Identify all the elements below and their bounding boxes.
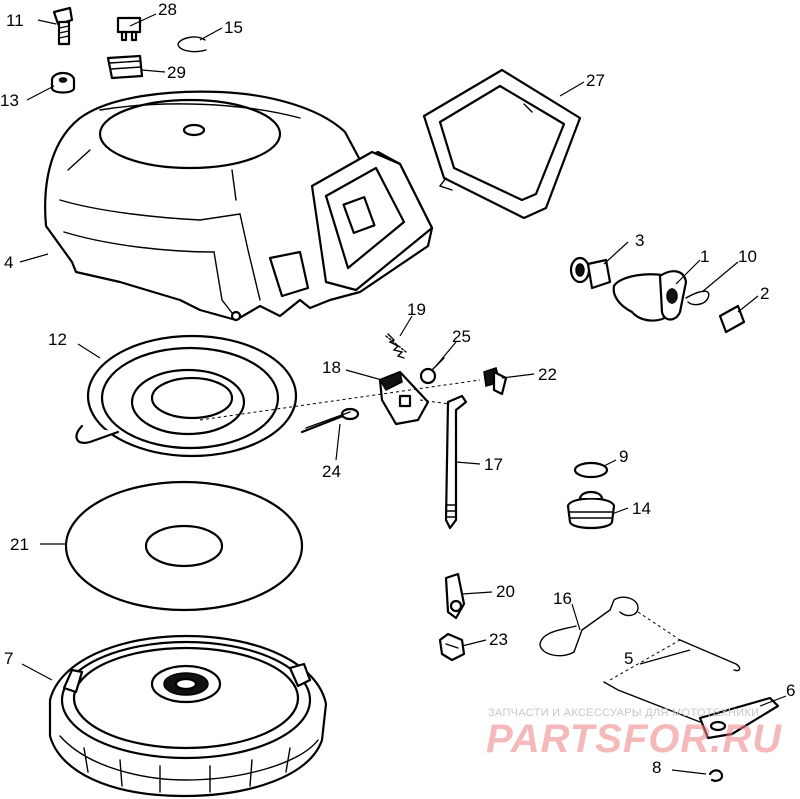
label-27: 27 — [586, 71, 605, 90]
part-9-o-ring — [573, 461, 609, 479]
part-3-fitting — [569, 256, 612, 290]
part-16-spring-wire — [539, 596, 681, 657]
label-28: 28 — [158, 0, 177, 19]
part-21-plate-disc — [64, 480, 304, 612]
watermark: ЗАПЧАСТИ И АКСЕССУАРЫ ДЛЯ МОТОТЕХНИКИ PA… — [486, 707, 782, 761]
part-11-bolt — [52, 6, 74, 46]
label-8: 8 — [652, 758, 661, 777]
part-15-retaining-ring — [177, 36, 207, 53]
label-2: 2 — [760, 284, 769, 303]
label-12: 12 — [48, 330, 67, 349]
label-3: 3 — [635, 231, 644, 250]
part-labels: 11 28 15 29 13 27 4 3 1 10 2 19 12 25 18… — [0, 0, 795, 777]
leader-lines — [19, 13, 787, 775]
label-22: 22 — [538, 365, 557, 384]
label-16: 16 — [553, 589, 572, 608]
label-11: 11 — [6, 11, 24, 30]
part-8-clip — [708, 769, 724, 782]
part-22-clip — [483, 367, 508, 396]
part-12-rewind-spring — [75, 334, 298, 458]
label-23: 23 — [489, 630, 508, 649]
label-19: 19 — [407, 300, 426, 319]
label-10: 10 — [738, 247, 757, 266]
part-14-cap — [566, 490, 616, 530]
part-18-lock-block — [378, 370, 430, 426]
part-23-clip — [438, 632, 466, 662]
label-15: 15 — [224, 18, 243, 37]
part-19-spring — [385, 333, 407, 359]
part-7-pulley — [48, 634, 328, 798]
part-2-plate — [718, 304, 746, 334]
part-4-starter-housing — [44, 90, 434, 322]
label-9: 9 — [619, 447, 628, 466]
watermark-tagline: ЗАПЧАСТИ И АКСЕССУАРЫ ДЛЯ МОТОТЕХНИКИ — [488, 707, 759, 719]
label-21: 21 — [10, 535, 29, 554]
watermark-logo: PARTSFOR.RU — [486, 717, 782, 761]
part-13-nut — [50, 71, 76, 94]
label-7: 7 — [4, 649, 13, 668]
part-6-cam-plate — [698, 696, 780, 740]
label-24: 24 — [322, 462, 341, 481]
part-25-pin — [419, 357, 445, 385]
part-20-link — [444, 572, 466, 620]
part-5-wire — [603, 639, 741, 723]
label-1: 1 — [700, 247, 709, 266]
label-18: 18 — [322, 358, 341, 377]
label-20: 20 — [496, 582, 515, 601]
part-1-starter-handle — [612, 270, 688, 322]
part-24-pin — [300, 407, 360, 434]
label-14: 14 — [632, 499, 651, 518]
label-5: 5 — [624, 649, 633, 668]
part-29-boot — [106, 54, 144, 80]
label-13: 13 — [0, 91, 19, 110]
label-29: 29 — [167, 63, 186, 82]
part-10-rope-end — [685, 290, 710, 306]
label-25: 25 — [452, 327, 471, 346]
label-4: 4 — [4, 253, 13, 272]
label-17: 17 — [484, 455, 503, 474]
part-28-fuse — [116, 16, 142, 42]
label-6: 6 — [786, 681, 795, 700]
part-27-gasket-frame — [422, 68, 582, 220]
